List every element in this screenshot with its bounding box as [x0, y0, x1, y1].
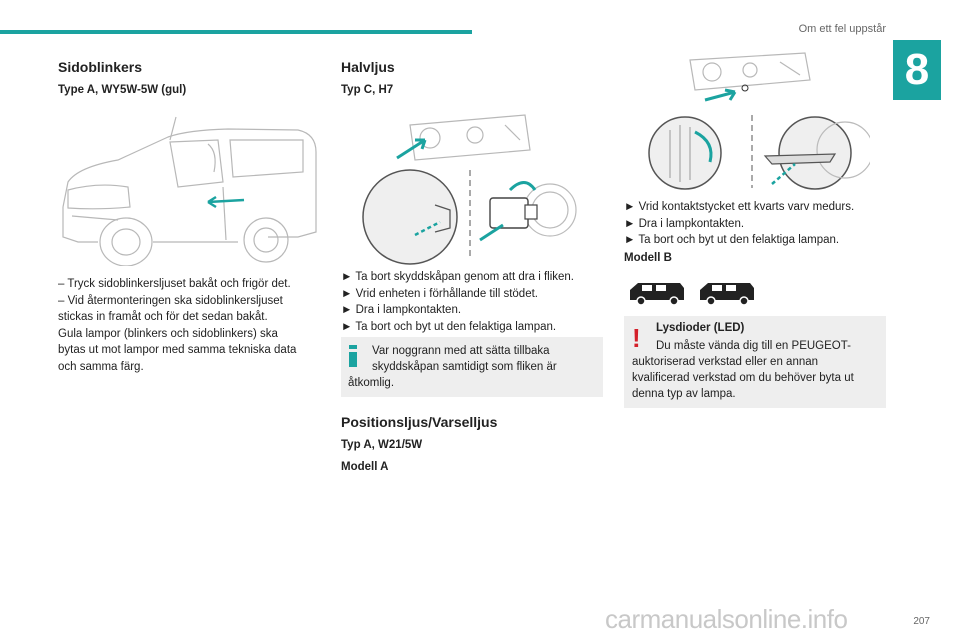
warning-icon: ! [632, 323, 641, 353]
instruction-line: – Vid återmonteringen ska sidoblinkerslj… [58, 294, 283, 307]
model-b-label: Modell B [624, 252, 672, 264]
section-title: Om ett fel uppstår [798, 23, 886, 35]
step-item: ► Vrid kontaktstycket ett kvarts varv me… [624, 201, 855, 213]
model-a-label: Modell A [341, 461, 389, 473]
step-item: ► Dra i lampkontakten. [624, 217, 745, 230]
step-item: ► Vrid enheten i förhållande till stödet… [341, 287, 538, 300]
chapter-badge: 8 [893, 40, 941, 100]
info-box: Var noggrann med att sätta tillbaka skyd… [341, 337, 603, 397]
van-icon [700, 283, 754, 306]
warning-box: ! Lysdioder (LED) Du måste vända dig til… [624, 316, 886, 408]
info-line: åtkomlig. [348, 377, 395, 389]
step-item: ► Ta bort och byt ut den felaktiga lampa… [341, 320, 557, 333]
instruction-line: stickas in framåt och för det sedan bakå… [58, 311, 268, 323]
van-silhouettes [630, 283, 754, 306]
halvljus-type: Typ C, H7 [341, 84, 394, 96]
halvljus-heading: Halvljus [341, 59, 395, 75]
info-line: Var noggrann med att sätta tillbaka [372, 345, 550, 357]
step-item: ► Dra i lampkontakten. [341, 304, 462, 316]
halvljus-steps: ► Ta bort skyddskåpan genom att dra i fl… [341, 269, 611, 335]
step-item: ► Ta bort och byt ut den felaktiga lampa… [624, 234, 840, 246]
warning-line: auktoriserad verkstad eller en annan [632, 356, 819, 368]
headlamp-h7-illustration [362, 114, 577, 265]
sidoblinkers-instructions: – Tryck sidoblinkersljuset bakåt och fri… [58, 276, 320, 375]
positionsljus-steps: ► Vrid kontaktstycket ett kvarts varv me… [624, 199, 894, 249]
van-side-illustration [62, 116, 317, 266]
warning-title: Lysdioder (LED) [656, 322, 745, 334]
headlamp-w21-illustration [648, 52, 870, 190]
watermark: carmanualsonline.info [605, 604, 848, 634]
warning-line: Du måste vända dig till en PEUGEOT- [656, 340, 851, 352]
instruction-line: Gula lampor (blinkers och sidoblinkers) … [58, 327, 278, 340]
sidoblinkers-type: Type A, WY5W-5W (gul) [58, 84, 187, 96]
warning-line: denna typ av lampa. [632, 388, 736, 400]
info-line: skyddskåpan samtidigt som fliken är [372, 361, 557, 373]
van-icon [630, 283, 684, 306]
info-icon [349, 345, 357, 367]
page-number: 207 [913, 616, 930, 627]
instruction-line: bytas ut mot lampor med samma tekniska d… [58, 344, 297, 356]
instruction-line: – Tryck sidoblinkersljuset bakåt och fri… [58, 278, 291, 290]
sidoblinkers-heading: Sidoblinkers [58, 59, 143, 75]
positionsljus-heading: Positionsljus/Varselljus [341, 414, 498, 430]
step-item: ► Ta bort skyddskåpan genom att dra i fl… [341, 271, 574, 283]
header-bar [0, 30, 472, 34]
positionsljus-type: Typ A, W21/5W [341, 439, 423, 451]
warning-line: kvalificerad verkstad om du behöver byta… [632, 372, 854, 384]
instruction-line: och samma färg. [58, 360, 144, 373]
